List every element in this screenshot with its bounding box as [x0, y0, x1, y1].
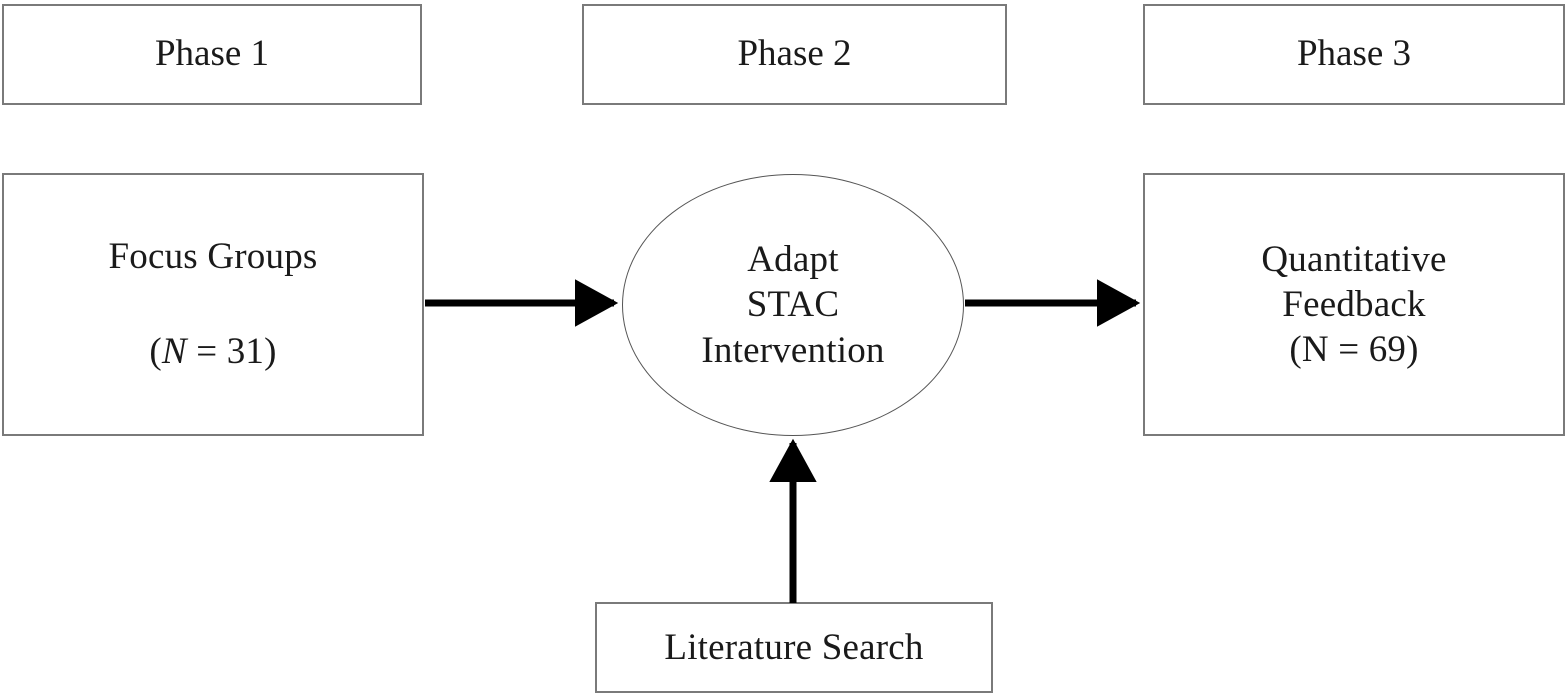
phase-3-label: Phase 3 [1296, 33, 1412, 75]
n-value: = 31) [186, 331, 277, 373]
focus-groups-label: Focus Groups (N = 31) [109, 186, 318, 423]
phase-1-label: Phase 1 [154, 33, 270, 75]
phase-3-header-box: Phase 3 [1143, 4, 1565, 105]
focus-groups-node: Focus Groups (N = 31) [2, 173, 424, 436]
phase-1-header-box: Phase 1 [2, 4, 422, 105]
phase-2-label: Phase 2 [737, 33, 852, 75]
literature-search-label: Literature Search [664, 626, 924, 668]
literature-search-node: Literature Search [595, 602, 993, 693]
paren-open: ( [149, 331, 162, 373]
adapt-stac-intervention-node: Adapt STAC Intervention [622, 174, 964, 436]
quantitative-feedback-label: Quantitative Feedback (N = 69) [1261, 238, 1447, 371]
phase-2-header-box: Phase 2 [582, 4, 1007, 105]
adapt-stac-label: Adapt STAC Intervention [701, 239, 885, 371]
quantitative-feedback-node: Quantitative Feedback (N = 69) [1143, 173, 1565, 436]
focus-groups-sample-size: (N = 31) [109, 328, 318, 375]
n-symbol: N [161, 331, 187, 373]
focus-groups-title: Focus Groups [108, 236, 318, 278]
